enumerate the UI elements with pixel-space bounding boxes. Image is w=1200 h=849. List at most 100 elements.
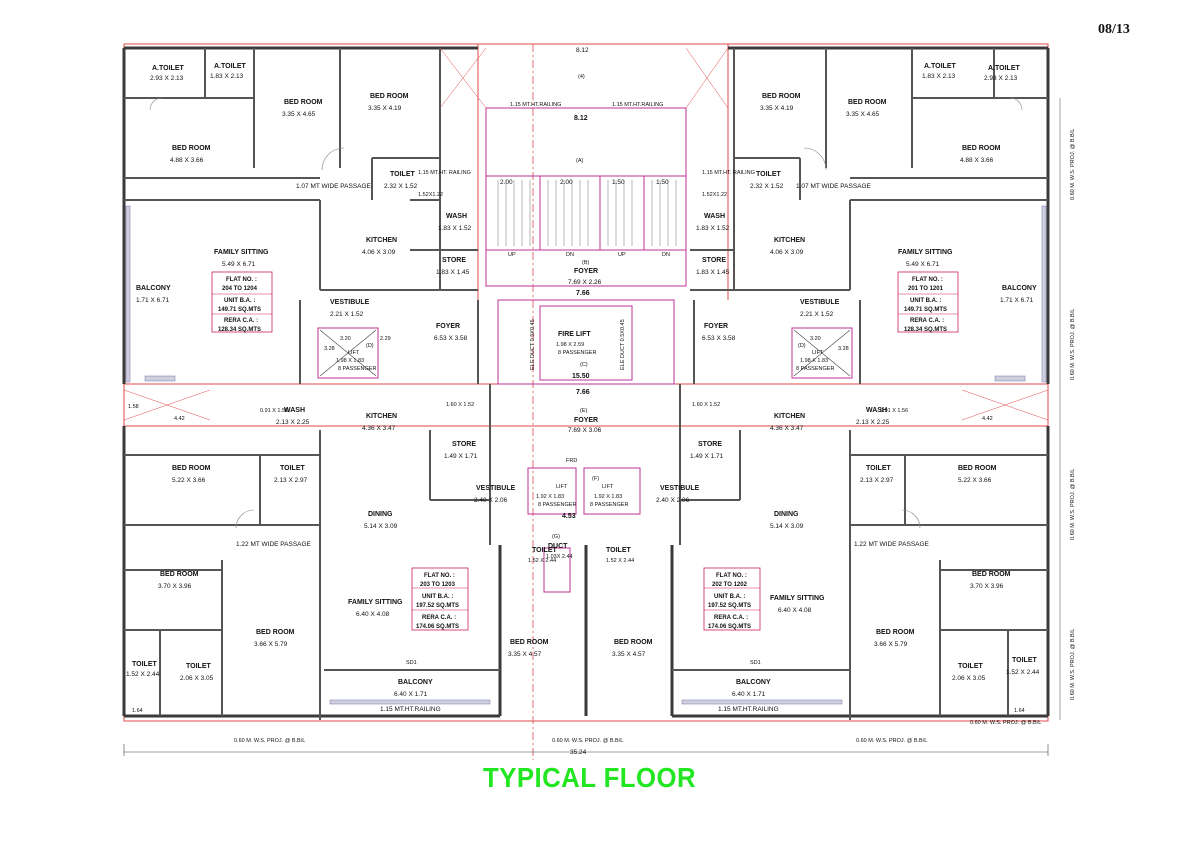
room-label: BALCONY xyxy=(736,679,771,686)
room-label: STORE xyxy=(442,257,466,264)
outline xyxy=(123,43,1061,760)
rera-label: RERA C.A. : xyxy=(910,318,944,324)
lift-dim: 1.98 X 1.83 xyxy=(336,358,364,364)
room-dim: 2.40 X 2.06 xyxy=(474,497,508,504)
walls xyxy=(122,46,1050,718)
stair-treads xyxy=(497,180,677,246)
dim-2-44: 3.20 xyxy=(810,336,821,342)
room-label: TOILET xyxy=(390,171,415,178)
room-dim: 6.40 X 4.08 xyxy=(356,611,390,618)
room-label: WASH xyxy=(866,407,887,414)
room-dim: 6.40 X 1.71 xyxy=(394,691,428,698)
lift-label: LIFT xyxy=(556,484,568,490)
rera-label: RERA C.A. : xyxy=(224,318,258,324)
room-label: BED ROOM xyxy=(172,465,211,472)
room-label: TOILET xyxy=(958,663,983,670)
fire-lift-label: FIRE LIFT xyxy=(558,331,591,338)
unit-ba-value: 197.52 SQ.MTS xyxy=(708,603,751,609)
room-label: KITCHEN xyxy=(774,237,805,244)
room-dim: 1.52 X 2.44 xyxy=(126,671,160,678)
duct-dim: 1.03X 2.44 xyxy=(546,554,573,560)
room-label: FAMILY SITTING xyxy=(214,249,269,256)
frd-label: FRD xyxy=(566,458,577,464)
room-dim: 1.71 X 6.71 xyxy=(136,297,170,304)
ws-proj-note: 0.60 M. W.S. PROJ. @ B.B/L xyxy=(856,738,927,744)
room-dim: 2.13 X 2.25 xyxy=(276,419,310,426)
unit-ba-value: 149.71 SQ.MTS xyxy=(218,307,261,313)
central-core: 8.12 (4) 1.15 MT.HT.RAILING 1.15 MT.HT.R… xyxy=(418,47,755,658)
room-dim: 5.49 X 6.71 xyxy=(222,261,256,268)
room-label: VESTIBULE xyxy=(660,485,700,492)
room-label: TOILET xyxy=(280,465,305,472)
mark-4: (4) xyxy=(578,74,585,80)
room-label: BED ROOM xyxy=(962,145,1001,152)
flat-no-label: FLAT NO. : xyxy=(226,277,257,283)
railing-marks xyxy=(125,205,1047,705)
room-label: A.TOILET xyxy=(988,65,1020,72)
flat-no-value: 201 TO 1201 xyxy=(908,286,944,292)
room-dim: 1.49 X 1.71 xyxy=(444,453,478,460)
unit-ba-value: 197.52 SQ.MTS xyxy=(416,603,459,609)
room-label: STORE xyxy=(698,441,722,448)
ws-proj-note: 0.60 M. W.S. PROJ. @ B.B/L xyxy=(234,738,305,744)
room-label: TOILET xyxy=(1012,657,1037,664)
flat-no-label: FLAT NO. : xyxy=(424,573,455,579)
room-dim: 7.69 X 3.06 xyxy=(568,427,602,434)
unit-ba-label: UNIT B.A. : xyxy=(714,594,745,600)
mark-b: (B) xyxy=(582,260,590,266)
room-label: BED ROOM xyxy=(284,99,323,106)
room-label: TOILET xyxy=(186,663,211,670)
passage-label: 1.07 MT WIDE PASSAGE xyxy=(296,183,372,190)
room-label: BED ROOM xyxy=(848,99,887,106)
dim-2-29: 3.28 xyxy=(838,346,849,352)
room-dim: 2.32 X 1.52 xyxy=(384,183,418,190)
dim-7-66: 7.66 xyxy=(576,389,590,396)
passenger-label: 8 PASSENGER xyxy=(590,502,628,508)
dim-top: 8.12 xyxy=(576,47,589,54)
room-dim: 5.14 X 3.09 xyxy=(364,523,398,530)
flat-bottom-right: WASH 2.13 X 2.25 KITCHEN 4.36 X 3.47 STO… xyxy=(656,407,1040,714)
room-label: KITCHEN xyxy=(774,413,805,420)
room-label: FOYER xyxy=(574,417,598,424)
room-dim: 4.36 X 3.47 xyxy=(362,425,396,432)
room-label: BED ROOM xyxy=(972,571,1011,578)
railing-box: 1.15 MT.HT. RAILING xyxy=(418,170,471,176)
dim-2-29: 3.28 xyxy=(324,346,335,352)
room-label: BED ROOM xyxy=(370,93,409,100)
passenger-label: 8 PASSENGER xyxy=(558,350,596,356)
mark-f: (F) xyxy=(592,476,599,482)
rera-value: 128.34 SQ.MTS xyxy=(904,327,947,333)
room-dim: 2.40 X 2.06 xyxy=(656,497,690,504)
page-number: 08/13 xyxy=(1098,22,1130,37)
mark-e: (E) xyxy=(580,408,588,414)
lift-dim: 1.92 X 1.83 xyxy=(594,494,622,500)
room-label: BED ROOM xyxy=(160,571,199,578)
lift-dim: 1.98 X 1.83 xyxy=(800,358,828,364)
room-label: WASH xyxy=(704,213,725,220)
dim-0-91: 0.91 X 1.56 xyxy=(260,408,288,414)
mark-c: (C) xyxy=(580,362,588,368)
room-label: VESTIBULE xyxy=(330,299,370,306)
room-dim: 4.06 X 3.09 xyxy=(362,249,396,256)
room-dim: 1.83 X 1.52 xyxy=(438,225,472,232)
bottom-dimension xyxy=(123,744,1049,756)
room-dim: 2.21 X 1.52 xyxy=(330,311,364,318)
room-label: BED ROOM xyxy=(876,629,915,636)
flat-top-left: A.TOILET 2.93 X 2.13 A.TOILET 1.83 X 2.1… xyxy=(136,63,472,372)
room-dim: 1.83 X 2.13 xyxy=(210,73,244,80)
toilet-dim: 1.52 X 2.44 xyxy=(528,558,556,564)
room-dim: 3.35 X 4.57 xyxy=(508,651,542,658)
room-label: BED ROOM xyxy=(762,93,801,100)
dim-2-00: 2.00 xyxy=(560,179,573,186)
room-dim: 5.49 X 6.71 xyxy=(906,261,940,268)
room-label: FOYER xyxy=(574,268,598,275)
room-dim: 6.53 X 3.58 xyxy=(434,335,468,342)
duct-vertical: ELE DUCT 0.5X0.45 xyxy=(530,319,536,370)
room-label: A.TOILET xyxy=(924,63,956,70)
room-label: VESTIBULE xyxy=(800,299,840,306)
room-dim: 5.22 X 3.66 xyxy=(172,477,206,484)
room-label: BED ROOM xyxy=(614,639,653,646)
flat-no-label: FLAT NO. : xyxy=(912,277,943,283)
lift-label: LIFT xyxy=(602,484,614,490)
room-dim: 3.35 X 4.65 xyxy=(282,111,316,118)
